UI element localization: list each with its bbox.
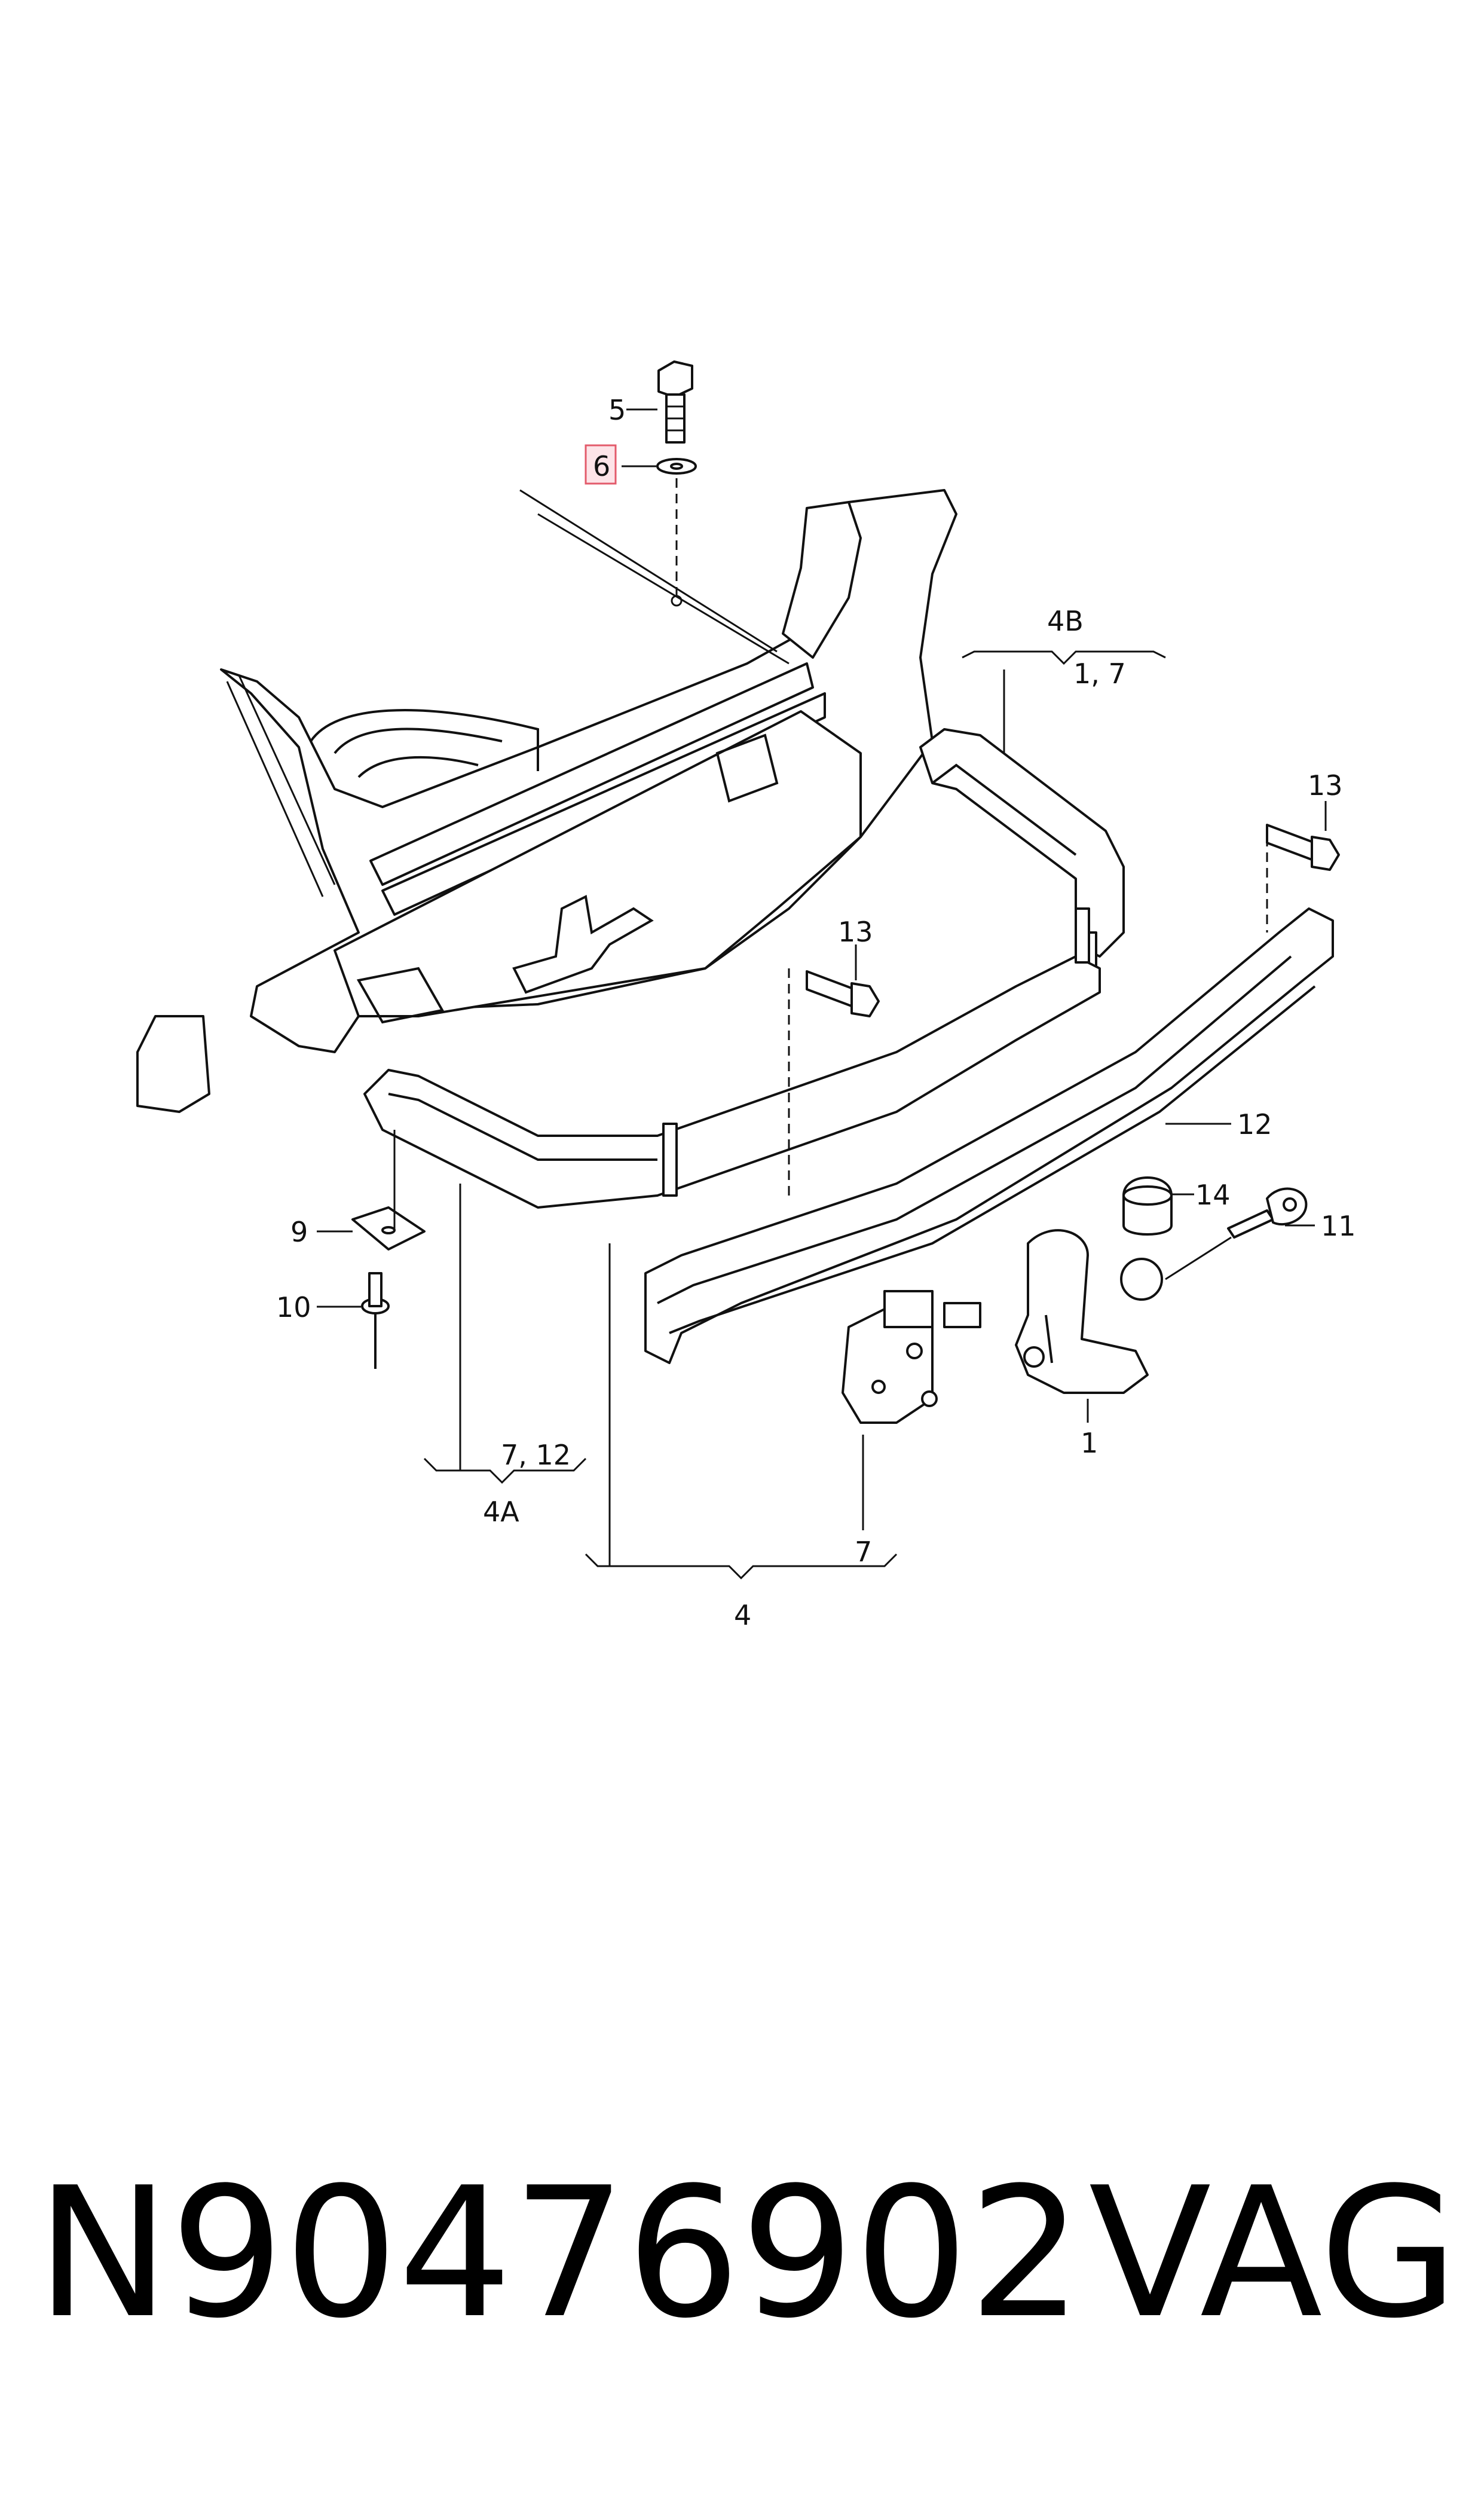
callout-6-highlight	[585, 444, 617, 485]
callout-1: 1	[1081, 1427, 1098, 1459]
callout-13-right: 13	[1308, 769, 1343, 802]
callout-10: 10	[276, 1291, 311, 1323]
washer-6	[656, 458, 697, 475]
upper-crossmember	[919, 728, 1125, 970]
plate-nut-9	[351, 1206, 426, 1251]
callout-14: 14	[1195, 1179, 1231, 1211]
cap-14	[1122, 1176, 1173, 1236]
rivet-10	[361, 1272, 390, 1369]
callout-4a-sub: 7, 12	[501, 1439, 571, 1471]
callout-4b: 4B	[1047, 605, 1084, 637]
callout-12: 12	[1237, 1108, 1272, 1141]
callout-11: 11	[1321, 1210, 1356, 1242]
tow-hook-part	[1015, 1229, 1163, 1394]
part-number-label: N90476902	[36, 2149, 1083, 2358]
key-11	[1227, 1187, 1308, 1239]
callout-6: 6	[593, 450, 610, 482]
callout-4: 4	[734, 1599, 751, 1631]
callout-13-center: 13	[838, 916, 873, 948]
bolt-13-right	[1266, 824, 1340, 871]
rear-body-structure	[136, 489, 957, 1113]
brand-label: VAG	[1088, 2149, 1458, 2358]
callout-7: 7	[855, 1536, 872, 1568]
caption-bar: N90476902 VAG	[36, 2146, 1458, 2361]
bumper-beam	[644, 907, 1334, 1364]
mounting-bracket	[842, 1290, 981, 1424]
callout-5: 5	[608, 394, 626, 426]
bolt-5	[657, 360, 693, 444]
callout-4b-sub: 1, 7	[1073, 658, 1126, 690]
callout-4a: 4A	[483, 1496, 519, 1528]
callout-labels: 5 6 4B 1, 7 13 13 12 14 11 9 10 7, 12 4A…	[276, 394, 1356, 1631]
leader-lines	[317, 408, 1327, 1580]
lower-crossmember	[363, 907, 1101, 1209]
callout-9: 9	[290, 1216, 308, 1248]
bolt-13-center	[806, 970, 880, 1017]
